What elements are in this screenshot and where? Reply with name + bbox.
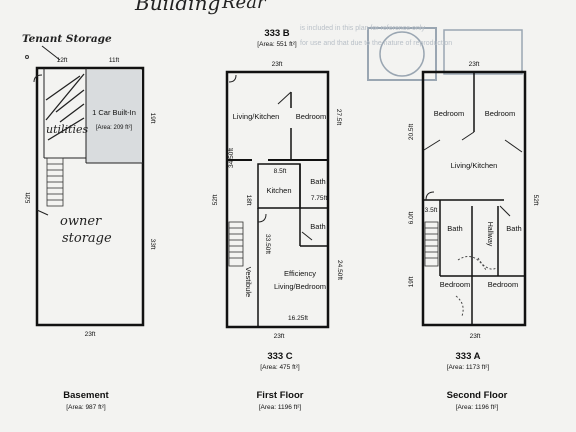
basement-dim-left: 52ft xyxy=(25,192,32,203)
second-living-kitchen: Living/Kitchen xyxy=(451,161,498,170)
second-dim-top: 23ft xyxy=(469,61,480,68)
first-dim-3350: 33.50ft xyxy=(264,234,271,254)
tenant-storage-hatch xyxy=(45,73,85,141)
tenant-storage-arrow xyxy=(41,45,61,61)
first-vestibule: Vestibule xyxy=(244,267,253,297)
stamp-box-2 xyxy=(443,29,523,75)
unit-c-area: [Area: 475 ft²] xyxy=(260,364,300,371)
second-dim-35: 3.5ft xyxy=(425,207,438,214)
first-dim-3450: 34.50ft xyxy=(228,148,235,168)
first-bath-1: Bath xyxy=(310,177,325,186)
first-dim-85: 8.5ft xyxy=(274,168,287,175)
floor-second-name: Second Floor xyxy=(447,390,508,401)
second-bedroom-2: Bedroom xyxy=(485,109,515,118)
first-bath-2: Bath xyxy=(310,222,325,231)
first-door-arc-2 xyxy=(257,213,267,223)
first-door-b xyxy=(277,91,292,105)
unit-a-area: [Area: 1173 ft²] xyxy=(447,364,490,371)
second-dim-bottom: 23ft xyxy=(470,333,481,340)
second-door-2 xyxy=(461,131,475,141)
stamp-box xyxy=(367,27,437,81)
handwritten-title: Building xyxy=(134,0,220,15)
second-dim-left-upper: 20.5ft xyxy=(408,124,415,140)
handwritten-title-2: Rear xyxy=(221,0,267,13)
floor-second-area: [Area: 1196 ft²] xyxy=(456,404,499,411)
first-efficiency: Efficiency xyxy=(284,269,316,278)
unit-b-name: 333 B xyxy=(264,28,289,39)
second-door-3 xyxy=(504,139,523,153)
second-scribble xyxy=(455,256,497,317)
first-dim-1625: 16.25ft xyxy=(288,315,308,322)
unit-c-name: 333 C xyxy=(267,351,292,362)
basement-door-arc xyxy=(33,74,43,83)
first-dim-top: 23ft xyxy=(272,61,283,68)
second-floor-plan: Bedroom Bedroom Living/Kitchen Bath Bath… xyxy=(408,61,539,340)
basement-outline xyxy=(35,66,145,327)
unit-b-area: [Area: 551 ft²] xyxy=(257,41,297,48)
basement-dim-right-lower: 33ft xyxy=(149,239,156,250)
first-floor-stairs xyxy=(228,221,244,267)
first-living-bedroom: Living/Bedroom xyxy=(274,282,326,291)
first-door-arc-1 xyxy=(228,74,237,83)
second-dim-right: 52ft xyxy=(532,195,539,206)
first-door-bath xyxy=(301,231,313,241)
tenant-storage-note: Tenant Storage xyxy=(22,33,112,45)
second-dim-60: 6.0ft xyxy=(408,211,415,224)
ghost-text-2: for use and that due to the nature of re… xyxy=(300,40,452,47)
basement-dim-right-upper: 19ft xyxy=(149,113,156,124)
first-floor-outline xyxy=(225,70,330,329)
basement-dim-bottom: 23ft xyxy=(85,331,96,338)
second-floor-stairs xyxy=(424,221,439,267)
owner-note: owner xyxy=(60,214,102,229)
first-bedroom: Bedroom xyxy=(296,112,326,121)
first-dim-bottom: 23ft xyxy=(274,333,285,340)
first-dim-18: 18ft xyxy=(245,195,252,206)
garage-label: 1 Car Built-In xyxy=(92,108,136,117)
second-dim-19: 19ft xyxy=(408,276,415,287)
second-door-bath xyxy=(499,205,511,217)
garage-area: [Area: 209 ft²] xyxy=(96,125,133,131)
floor-basement-area: [Area: 987 ft²] xyxy=(66,404,106,411)
second-bedroom-4: Bedroom xyxy=(488,280,518,289)
second-bath-2: Bath xyxy=(506,224,521,233)
second-bedroom-3: Bedroom xyxy=(440,280,470,289)
ghost-text-1: is included in this plan for reference o… xyxy=(300,25,425,32)
second-door-1 xyxy=(423,139,441,151)
second-hallway: Hallway xyxy=(486,222,493,247)
basement-stairs xyxy=(46,157,64,207)
floor-first-area: [Area: 1196 ft²] xyxy=(259,404,302,411)
first-dim-775: 7.75ft xyxy=(311,195,327,202)
basement-dim-top-left: 12ft xyxy=(57,57,68,64)
owner-arrow xyxy=(36,209,49,216)
storage-note: storage xyxy=(62,231,112,246)
small-marker xyxy=(25,55,29,59)
second-door-arc xyxy=(425,191,435,201)
first-dim-right-upper: 27.5ft xyxy=(335,109,342,125)
unit-a-name: 333 A xyxy=(456,351,481,362)
stamp-seal xyxy=(379,31,425,77)
floor-first-name: First Floor xyxy=(257,390,304,401)
garage-fill xyxy=(86,70,142,163)
basement-plan: 1 Car Built-In [Area: 209 ft²] Tenant St… xyxy=(22,33,156,338)
first-dim-2450: 24.50ft xyxy=(336,260,343,280)
floor-basement-name: Basement xyxy=(63,390,109,401)
second-bath-1: Bath xyxy=(447,224,462,233)
first-kitchen: Kitchen xyxy=(266,186,291,195)
first-living-kitchen: Living/Kitchen xyxy=(233,112,280,121)
first-dim-left: 52ft xyxy=(212,194,219,205)
second-bedroom-1: Bedroom xyxy=(434,109,464,118)
first-floor-plan: Living/Kitchen Bedroom Kitchen Bath Bath… xyxy=(212,61,343,340)
basement-dim-top-right: 11ft xyxy=(109,57,120,64)
background-watermark: is included in this plan for reference o… xyxy=(300,25,523,81)
utilities-note: utilities xyxy=(46,123,89,136)
